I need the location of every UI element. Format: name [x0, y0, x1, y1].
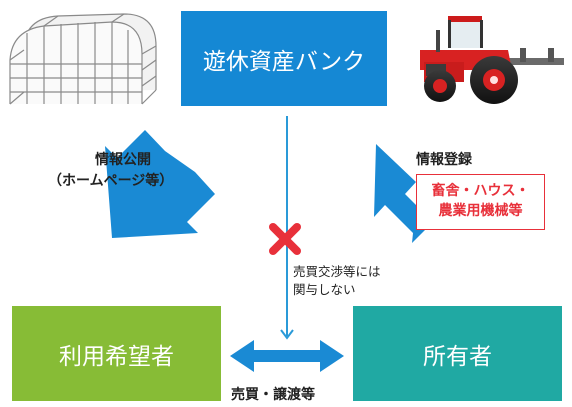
- publish-arrow: [105, 130, 215, 238]
- user-label: 利用希望者: [59, 343, 174, 370]
- owner-label: 所有者: [423, 343, 492, 370]
- register-title: 情報登録: [416, 152, 472, 168]
- publish-title: 情報公開: [95, 152, 151, 168]
- prohibited-x-icon: [269, 223, 301, 255]
- user-node: 利用希望者: [12, 306, 221, 401]
- register-items-line1: 畜舎・ハウス・: [431, 183, 530, 199]
- negotiation-note: 売買交渉等には 関与しない: [293, 263, 381, 299]
- tractor-icon: [420, 16, 564, 104]
- negotiation-line: [280, 116, 294, 340]
- negotiation-note-line1: 売買交渉等には: [293, 264, 381, 279]
- register-items-line2: 農業用機械等: [438, 203, 523, 219]
- register-items-box: 畜舎・ハウス・ 農業用機械等: [416, 174, 545, 230]
- owner-node: 所有者: [353, 306, 562, 401]
- greenhouse-icon: [9, 13, 157, 105]
- trade-double-arrow: [230, 340, 344, 372]
- negotiation-note-line2: 関与しない: [293, 282, 356, 297]
- bank-node: 遊休資産バンク: [181, 11, 387, 106]
- bank-label: 遊休資産バンク: [202, 48, 366, 75]
- publish-subtitle: （ホームページ等）: [48, 173, 174, 189]
- trade-label: 売買・譲渡等: [231, 387, 315, 403]
